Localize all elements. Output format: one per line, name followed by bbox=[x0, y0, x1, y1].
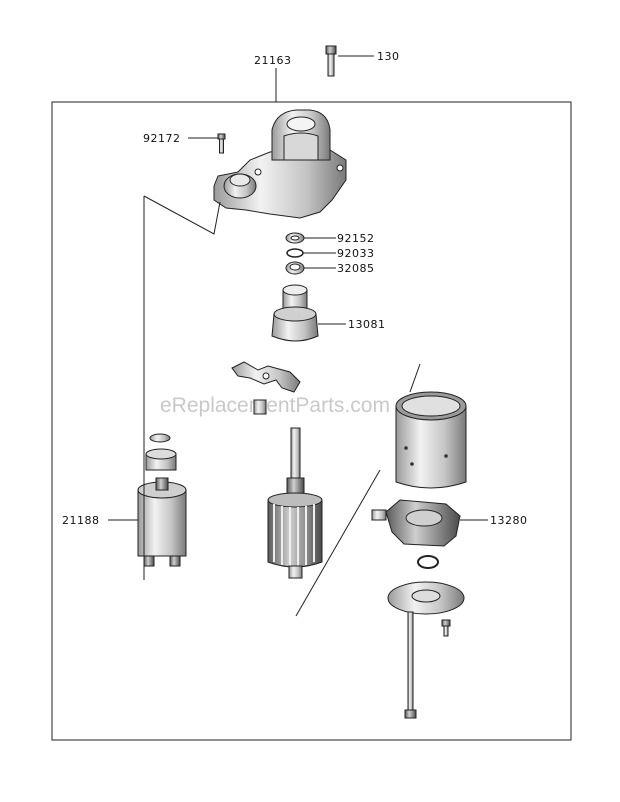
end-plate bbox=[387, 581, 465, 615]
callout-92172: 92172 bbox=[143, 132, 181, 145]
callout-130: 130 bbox=[377, 50, 400, 63]
brush-holder-13280 bbox=[371, 499, 461, 547]
lever-spring bbox=[253, 399, 267, 415]
watermark: eReplacementParts.com bbox=[160, 394, 390, 417]
diagram-frame bbox=[51, 101, 572, 741]
washer-92033 bbox=[286, 248, 304, 258]
pinion-clutch-13081 bbox=[271, 284, 319, 342]
callout-21163: 21163 bbox=[254, 54, 292, 67]
washer-92152 bbox=[285, 232, 305, 244]
drive-end-housing bbox=[213, 109, 347, 219]
through-bolt bbox=[404, 611, 417, 719]
bolt-130 bbox=[325, 45, 337, 77]
solenoid-21188 bbox=[137, 433, 187, 567]
callout-32085: 32085 bbox=[337, 262, 375, 275]
armature bbox=[267, 427, 323, 579]
leader-lines bbox=[108, 55, 488, 617]
bushing-32085 bbox=[285, 261, 305, 275]
end-plate-screw bbox=[441, 619, 451, 637]
shift-lever bbox=[231, 361, 301, 393]
callout-21188: 21188 bbox=[62, 514, 100, 527]
screw-92172 bbox=[217, 133, 226, 154]
gasket bbox=[417, 555, 439, 569]
callout-13280: 13280 bbox=[490, 514, 528, 527]
callout-92152: 92152 bbox=[337, 232, 375, 245]
yoke bbox=[395, 391, 467, 489]
callout-92033: 92033 bbox=[337, 247, 375, 260]
callout-13081: 13081 bbox=[348, 318, 386, 331]
